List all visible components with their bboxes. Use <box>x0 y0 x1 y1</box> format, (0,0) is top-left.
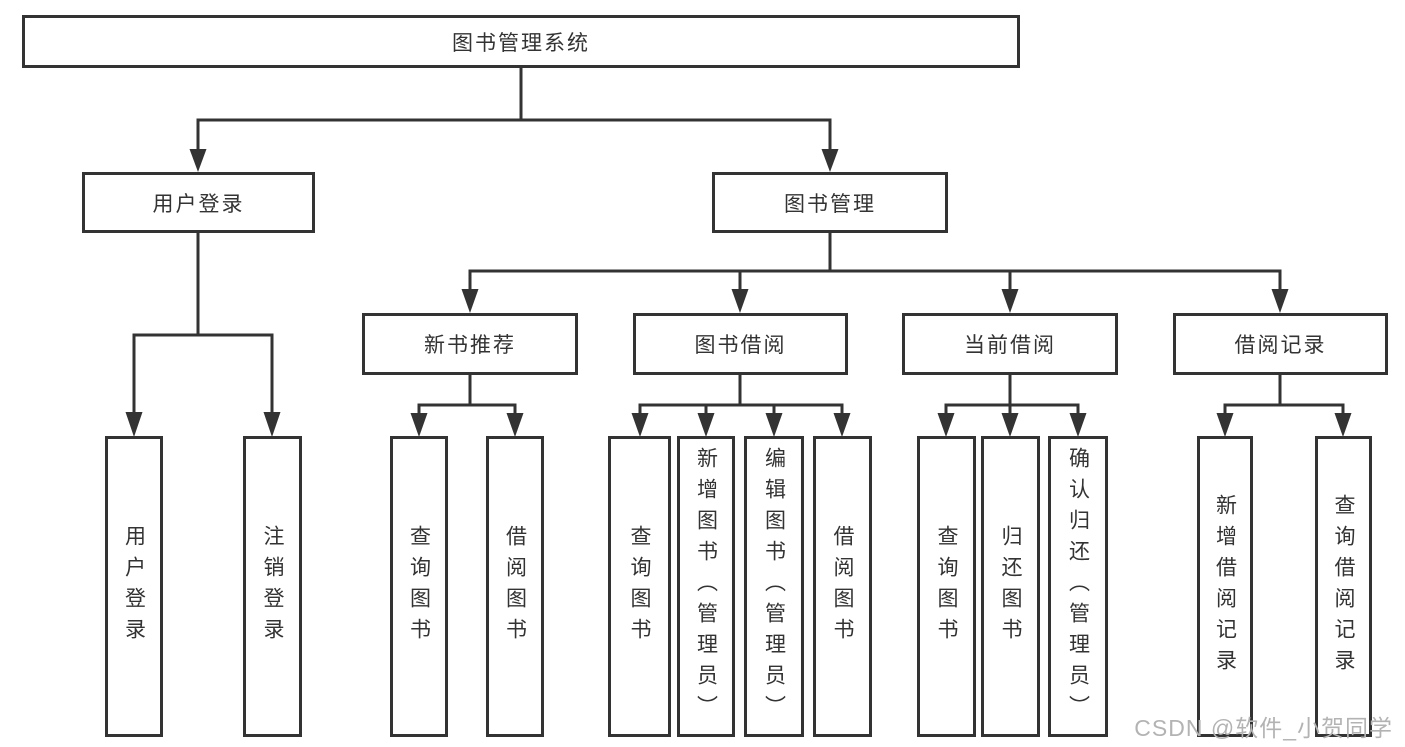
node-borrow-records: 借阅记录 <box>1173 313 1388 375</box>
leaf-query-borrow-record: 查询借阅记录 <box>1315 436 1372 737</box>
csdn-watermark: CSDN @软件_小贺同学 <box>1134 715 1393 741</box>
node-current-borrow: 当前借阅 <box>902 313 1118 375</box>
node-user-login: 用户登录 <box>82 172 315 233</box>
node-new-book-recommend: 新书推荐 <box>362 313 578 375</box>
leaf-query-books-current: 查询图书 <box>917 436 976 737</box>
leaf-borrow-books-recommend: 借阅图书 <box>486 436 544 737</box>
leaf-query-books-borrow: 查询图书 <box>608 436 671 737</box>
node-library-system: 图书管理系统 <box>22 15 1020 68</box>
leaf-query-books-recommend: 查询图书 <box>390 436 448 737</box>
leaf-edit-book-admin: 编辑图书（管理员） <box>744 436 804 737</box>
leaf-add-borrow-record: 新增借阅记录 <box>1197 436 1253 737</box>
leaf-borrow-books-borrow: 借阅图书 <box>813 436 872 737</box>
leaf-return-book: 归还图书 <box>981 436 1040 737</box>
leaf-user-login: 用户登录 <box>105 436 163 737</box>
leaf-confirm-return-admin: 确认归还（管理员） <box>1048 436 1108 737</box>
leaf-add-book-admin: 新增图书（管理员） <box>677 436 735 737</box>
node-book-borrow: 图书借阅 <box>633 313 848 375</box>
leaf-logout: 注销登录 <box>243 436 302 737</box>
node-book-management: 图书管理 <box>712 172 948 233</box>
